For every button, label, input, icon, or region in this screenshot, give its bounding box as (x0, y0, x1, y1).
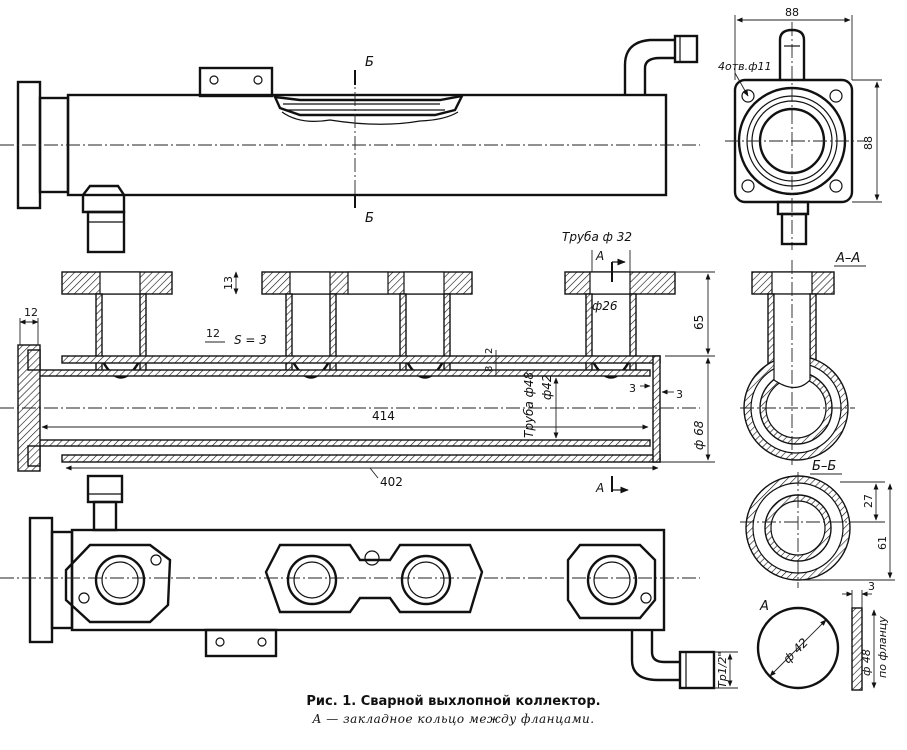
dim-12-wall: 12 (206, 327, 220, 340)
branch-pipe-3 (399, 293, 451, 379)
ring-note: по фланцу (876, 616, 889, 678)
part-a-ring: А ф 42 3 ф 48 по фланцу (756, 580, 889, 691)
caption-title: Рис. 1. Сварной выхлопной коллектор. (306, 694, 601, 709)
thread-label: Тр1/2" (716, 652, 729, 688)
dim-88-height: 88 (862, 136, 875, 150)
branch-pipe-1 (95, 293, 147, 379)
pipe-48-label: Труба ф48 (522, 371, 536, 438)
dim-2: 2 (484, 348, 495, 354)
bottom-view: Тр1/2" (0, 474, 738, 690)
top-view: Б Б (0, 34, 700, 254)
dim-3-b: 3 (676, 388, 683, 401)
figure-caption: Рис. 1. Сварной выхлопной коллектор. А —… (0, 694, 907, 726)
holes-note: 4отв.ф11 (718, 60, 772, 73)
section-b-b: Б–Б 27 61 (740, 459, 895, 588)
flange-side-view: 88 88 4отв.ф11 (718, 6, 882, 250)
dim-d48-ring: ф 48 (860, 649, 873, 676)
section-a-a: А–А (740, 251, 866, 465)
arrow-a-top: А (595, 249, 604, 263)
dim-d26: ф26 (592, 299, 618, 313)
dim-402: 402 (380, 475, 403, 489)
wall-thickness: S = 3 (234, 333, 267, 347)
section-mark-b-bottom: Б (365, 211, 374, 226)
section-mark-b-top: Б (365, 55, 374, 70)
dim-414: 414 (372, 409, 395, 423)
dim-12-flange: 12 (24, 306, 38, 319)
pipe-32-label: Труба ф 32 (562, 230, 632, 244)
section-aa-title: А–А (835, 251, 860, 266)
dim-88-width: 88 (785, 6, 799, 19)
caption-subtitle: А — закладное кольцо между фланцами. (312, 712, 595, 726)
dim-3-a: 3 (629, 382, 636, 395)
branch-pipe-2 (285, 293, 337, 379)
dim-d42-main: ф42 (540, 374, 554, 400)
section-bb-title: Б–Б (812, 459, 836, 474)
dim-d68: ф 68 (692, 420, 706, 450)
dim-65: 65 (692, 315, 706, 330)
arrow-a-bottom: А (595, 481, 604, 495)
longitudinal-section: 414 402 12 13 12 S = 3 ф26 Труба ф 32 А … (0, 230, 715, 495)
dim-8: 8 (484, 366, 495, 372)
dim-61: 61 (876, 536, 889, 550)
dim-27: 27 (862, 494, 875, 508)
dim-13: 13 (222, 276, 235, 290)
part-a-label: А (759, 599, 769, 614)
dim-3-ring: 3 (868, 580, 875, 593)
